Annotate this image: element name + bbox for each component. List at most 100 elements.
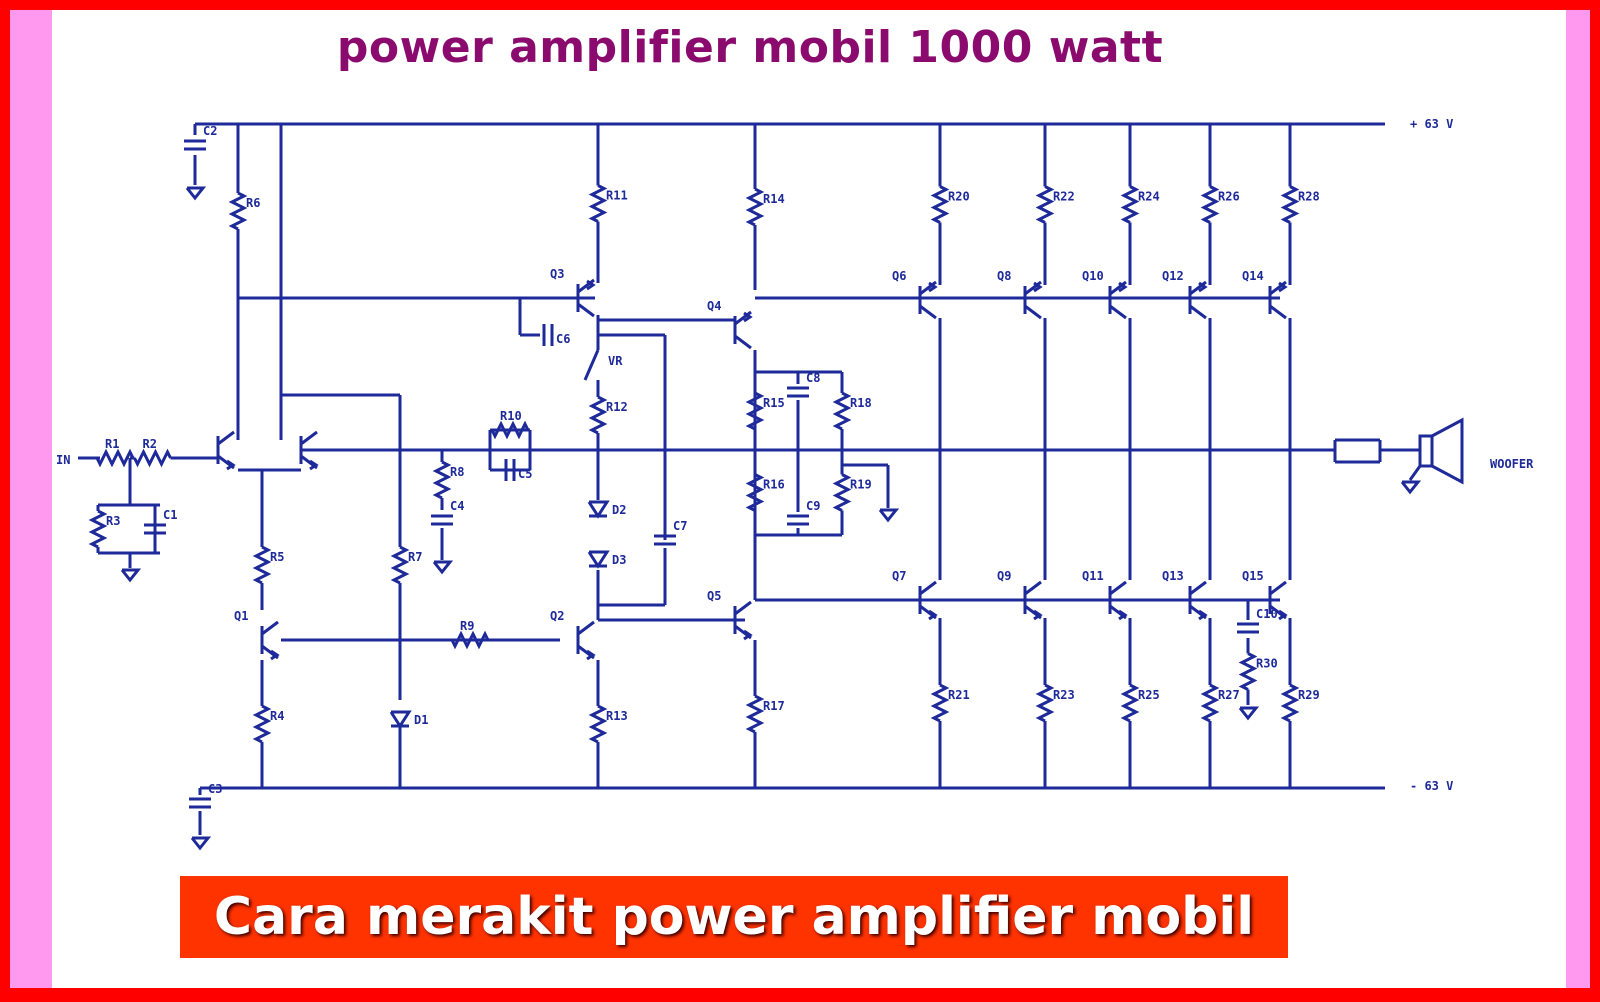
positive-rail-label: + 63 V bbox=[1410, 117, 1453, 131]
label-q8: Q8 bbox=[997, 269, 1011, 283]
transistor-q4-arrow bbox=[743, 311, 753, 323]
label-r4: R4 bbox=[270, 709, 284, 723]
wire bbox=[1109, 580, 1127, 596]
speaker-cone bbox=[1431, 417, 1464, 485]
woofer-label: WOOFER bbox=[1490, 457, 1534, 471]
ground-icon bbox=[1238, 706, 1260, 721]
label-q10: Q10 bbox=[1082, 269, 1104, 283]
diode-d1 bbox=[389, 710, 412, 729]
label-q9: Q9 bbox=[997, 569, 1011, 583]
label-c1: C1 bbox=[163, 508, 177, 522]
resistor-r22 bbox=[1035, 185, 1055, 224]
label-r17: R17 bbox=[763, 699, 785, 713]
ground-icon bbox=[190, 836, 212, 851]
label-q3: Q3 bbox=[550, 267, 564, 281]
label-r30: R30 bbox=[1256, 657, 1278, 671]
resistor-r4 bbox=[252, 704, 272, 744]
label-q4: Q4 bbox=[707, 299, 721, 313]
transistor-q8-arrow bbox=[1033, 281, 1043, 293]
diode-d2 bbox=[587, 500, 610, 519]
resistor-r27 bbox=[1200, 683, 1220, 723]
wire bbox=[1189, 580, 1207, 596]
resistor-r23 bbox=[1035, 683, 1055, 723]
label-c4: C4 bbox=[450, 499, 464, 513]
wire bbox=[1269, 304, 1287, 320]
resistor-r9 bbox=[450, 630, 490, 650]
label-r10: R10 bbox=[500, 409, 522, 423]
label-r11: R11 bbox=[606, 189, 628, 203]
label-r16: R16 bbox=[763, 478, 785, 492]
transistor-q10-arrow bbox=[1118, 281, 1128, 293]
trimmer-label: VR bbox=[608, 354, 623, 368]
label-c10: C10 bbox=[1256, 607, 1278, 621]
ground-icon bbox=[432, 560, 454, 575]
resistor-r2 bbox=[133, 448, 172, 468]
resistor-r14 bbox=[745, 187, 765, 227]
resistor-r15 bbox=[745, 391, 765, 431]
page-title: power amplifier mobil 1000 watt bbox=[336, 22, 1164, 73]
wire bbox=[734, 334, 752, 350]
negative-rail-label: - 63 V bbox=[1410, 779, 1453, 793]
label-d3: D3 bbox=[612, 553, 626, 567]
wire bbox=[734, 310, 752, 326]
resistor-r29 bbox=[1280, 683, 1300, 723]
page-frame bbox=[10, 10, 1590, 988]
label-r23: R23 bbox=[1053, 688, 1075, 702]
label-c8: C8 bbox=[806, 371, 820, 385]
transistor-q7-arrow bbox=[928, 609, 938, 621]
label-r22: R22 bbox=[1053, 190, 1075, 204]
resistor-r12 bbox=[588, 395, 608, 435]
label-c6: C6 bbox=[556, 332, 570, 346]
input-label: IN bbox=[56, 453, 70, 467]
footer-banner: Cara merakit power amplifier mobil bbox=[180, 876, 1288, 958]
wire bbox=[217, 430, 235, 446]
schematic-canvas bbox=[52, 10, 1566, 988]
wire bbox=[734, 600, 752, 616]
resistor-r1 bbox=[95, 448, 135, 468]
wire bbox=[1189, 280, 1207, 296]
label-q2: Q2 bbox=[550, 609, 564, 623]
wire bbox=[1024, 304, 1042, 320]
wire bbox=[1024, 280, 1042, 296]
label-c2: C2 bbox=[203, 124, 217, 138]
resistor-r16 bbox=[745, 473, 765, 512]
wire bbox=[1269, 580, 1287, 596]
label-r20: R20 bbox=[948, 190, 970, 204]
label-r12: R12 bbox=[606, 400, 628, 414]
transistor--arrow bbox=[226, 459, 236, 471]
wire bbox=[261, 620, 279, 636]
diode-d3 bbox=[587, 550, 610, 569]
label-r6: R6 bbox=[246, 196, 260, 210]
label-r1: R1 bbox=[105, 437, 119, 451]
resistor-r7 bbox=[390, 545, 410, 585]
wire bbox=[1024, 580, 1042, 596]
wire bbox=[1109, 280, 1127, 296]
resistor-r28 bbox=[1280, 185, 1300, 224]
label-r3: R3 bbox=[106, 514, 120, 528]
resistor-r24 bbox=[1120, 185, 1140, 224]
schematic-components bbox=[88, 139, 1464, 851]
wire bbox=[583, 349, 600, 381]
resistor-r19 bbox=[832, 473, 852, 512]
resistor-r26 bbox=[1200, 185, 1220, 224]
resistor-r17 bbox=[745, 694, 765, 734]
speaker-icon bbox=[1418, 434, 1434, 468]
label-q6: Q6 bbox=[892, 269, 906, 283]
wire bbox=[919, 580, 937, 596]
wire bbox=[577, 302, 595, 318]
label-q11: Q11 bbox=[1082, 569, 1104, 583]
label-q13: Q13 bbox=[1162, 569, 1184, 583]
transistor--arrow bbox=[309, 459, 319, 471]
transistor-q15-arrow bbox=[1278, 609, 1288, 621]
transistor-q6-arrow bbox=[928, 281, 938, 293]
ground-icon bbox=[1400, 480, 1422, 495]
label-r7: R7 bbox=[408, 550, 422, 564]
label-r8: R8 bbox=[450, 465, 464, 479]
resistor-r18 bbox=[832, 391, 852, 431]
schematic-wiring bbox=[78, 122, 1422, 835]
label-r9: R9 bbox=[460, 619, 474, 633]
label-q14: Q14 bbox=[1242, 269, 1264, 283]
label-r27: R27 bbox=[1218, 688, 1240, 702]
label-r15: R15 bbox=[763, 396, 785, 410]
